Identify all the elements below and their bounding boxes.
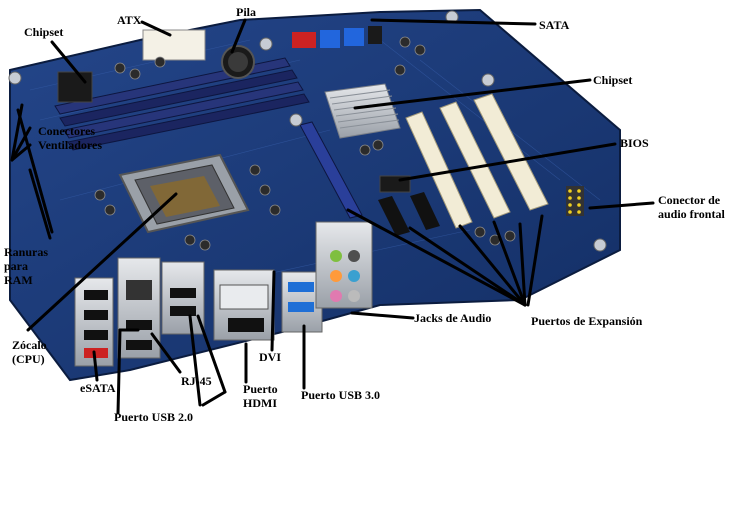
label-puertos-expansion: Puertos de Expansión — [531, 314, 643, 328]
label-dvi: DVI — [259, 350, 282, 364]
label-jacks-audio: Jacks de Audio — [414, 311, 492, 325]
sata-ports — [292, 26, 382, 48]
label-bios: BIOS — [620, 136, 649, 150]
atx-connector — [142, 29, 206, 61]
label-conectores-ventiladores: Conectores Ventiladores — [38, 124, 103, 152]
bios-chip — [379, 175, 411, 193]
label-chipset-left: Chipset — [24, 25, 64, 39]
label-sata: SATA — [539, 18, 570, 32]
chipset-left-chip — [57, 71, 93, 103]
label-pila: Pila — [236, 5, 256, 19]
label-rj45: RJ-45 — [181, 374, 212, 388]
label-ranuras-ram: Ranuras para RAM — [4, 245, 49, 287]
label-puerto-usb3: Puerto USB 3.0 — [301, 388, 380, 402]
label-esata: eSATA — [80, 381, 116, 395]
label-atx: ATX — [117, 13, 142, 27]
label-puerto-hdmi: Puerto HDMI — [243, 382, 278, 410]
label-chipset-right: Chipset — [593, 73, 633, 87]
label-puerto-usb2: Puerto USB 2.0 — [114, 410, 193, 424]
label-conector-audio-frontal: Conector de audio frontal — [658, 193, 725, 221]
label-zocalo-cpu: Zócalo (CPU) — [12, 338, 47, 366]
ram-slots — [54, 57, 310, 151]
front-audio-header — [566, 186, 584, 216]
